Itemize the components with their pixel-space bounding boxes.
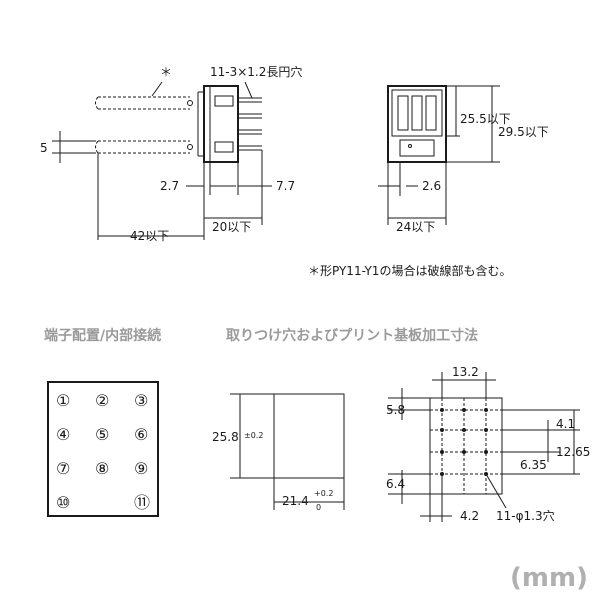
terminal-section-title: 端子配置/内部接続 (44, 327, 161, 344)
terminal-5: ⑤ (95, 425, 109, 444)
asterisk-mark: ＊ (160, 65, 172, 79)
cutout-width-tol-minus: 0 (316, 503, 321, 512)
dim-29-5: 29.5以下 (498, 125, 549, 139)
cutout-height-tol: ±0.2 (244, 431, 263, 440)
dim-42: 42以下 (130, 229, 169, 243)
pcb-hole-label: 11-φ1.3穴 (496, 508, 555, 523)
cutout-height: 25.8 (212, 430, 239, 444)
terminal-2: ② (95, 391, 109, 410)
pcb-dim-5-8: 5.8 (386, 403, 405, 417)
pcb-dim-6-35: 6.35 (520, 458, 547, 472)
slot-label: 11-3×1.2長円穴 (210, 64, 302, 79)
terminal-11: ⑪ (134, 493, 150, 512)
terminal-4: ④ (56, 425, 70, 444)
mounting-section-title: 取りつけ穴およびプリント基板加工寸法 (226, 327, 478, 344)
dim-20: 20以下 (212, 220, 251, 234)
terminal-7: ⑦ (56, 459, 70, 478)
dim-24: 24以下 (396, 220, 435, 234)
side-view (52, 81, 272, 240)
dim-2-6: 2.6 (422, 179, 441, 193)
pcb-dim-4-2: 4.2 (460, 509, 479, 523)
pcb-dim-4-1: 4.1 (556, 417, 575, 431)
terminal-8: ⑧ (95, 459, 109, 478)
pcb-layout (388, 372, 580, 522)
cutout-width-tol-plus: +0.2 (314, 489, 333, 498)
terminal-6: ⑥ (134, 425, 148, 444)
pcb-dim-12-65: 12.65 (556, 445, 590, 459)
cutout-width: 21.4 (282, 494, 309, 508)
terminal-9: ⑨ (134, 459, 148, 478)
unit-label: (mm) (510, 563, 588, 593)
terminal-1: ① (56, 391, 70, 410)
terminal-3: ③ (134, 391, 148, 410)
dim-25-5: 25.5以下 (460, 112, 511, 126)
footnote: ＊形PY11-Y1の場合は破線部も含む。 (308, 263, 511, 278)
terminal-10: ⑩ (56, 493, 70, 512)
panel-cutout (230, 393, 345, 510)
dim-7-7: 7.7 (276, 179, 295, 193)
pcb-dim-13-2: 13.2 (452, 365, 479, 379)
dim-2-7: 2.7 (160, 179, 179, 193)
dim-5: 5 (40, 141, 48, 155)
terminal-box (47, 381, 159, 517)
front-view (378, 85, 500, 225)
pcb-dim-6-4: 6.4 (386, 477, 405, 491)
